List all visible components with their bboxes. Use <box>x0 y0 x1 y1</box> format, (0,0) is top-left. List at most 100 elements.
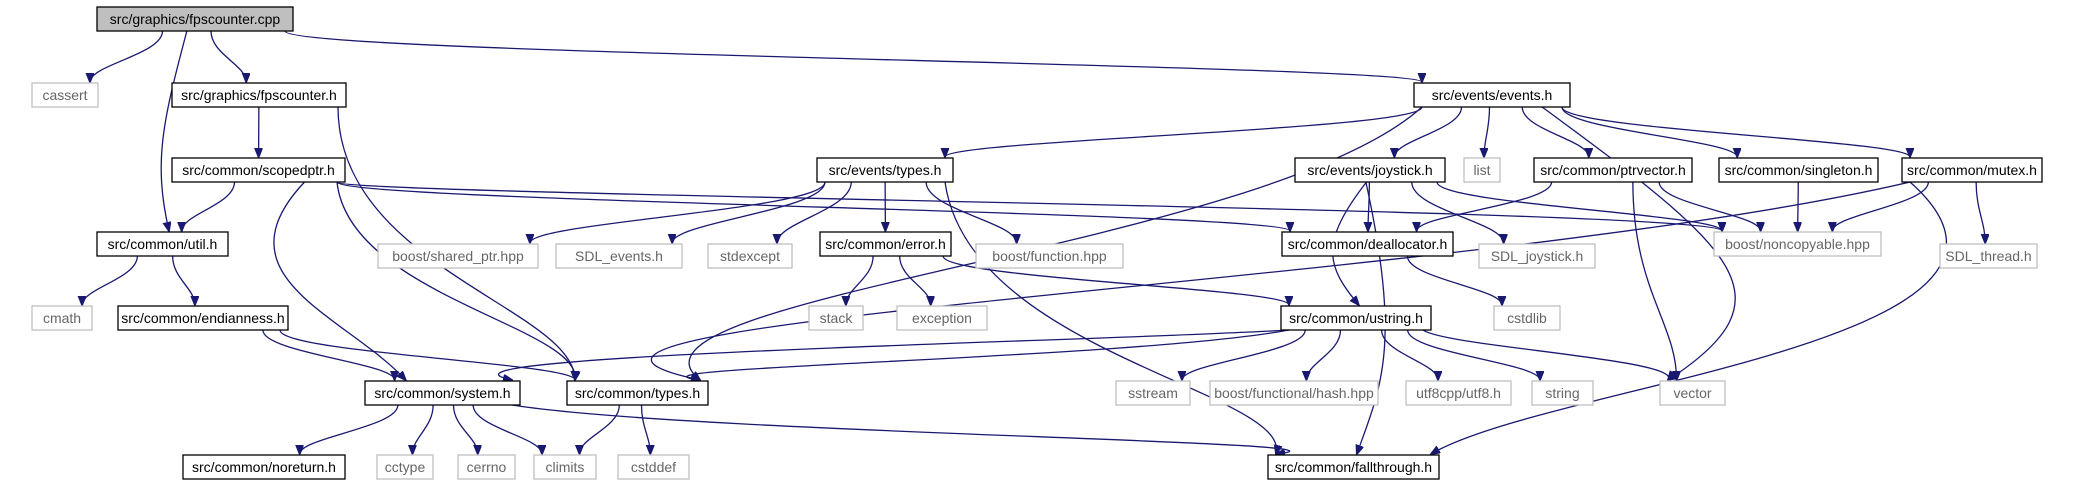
node-label: list <box>1473 162 1490 178</box>
node-error[interactable]: src/common/error.h <box>819 231 952 257</box>
edge-scopedptr-to-ctypes <box>336 181 575 380</box>
edge-ctypes-to-climits <box>580 404 621 454</box>
edge-mutex-to-sdlthread <box>1975 181 1985 243</box>
node-bfunction: boost/function.hpp <box>975 243 1124 269</box>
node-label: src/common/deallocator.h <box>1288 236 1448 252</box>
node-label: cctype <box>385 459 426 475</box>
node-label: src/common/util.h <box>108 236 218 252</box>
node-box <box>1463 157 1501 183</box>
node-label: src/graphics/fpscounter.cpp <box>110 11 281 27</box>
node-etypes[interactable]: src/events/types.h <box>816 157 954 183</box>
node-ctypes[interactable]: src/common/types.h <box>566 380 709 406</box>
node-label: climits <box>546 459 585 475</box>
node-box <box>808 305 864 331</box>
node-box <box>376 454 434 480</box>
node-box <box>1413 82 1571 108</box>
node-system[interactable]: src/common/system.h <box>364 380 521 406</box>
node-label: boost/function.hpp <box>992 248 1107 264</box>
node-mutex[interactable]: src/common/mutex.h <box>1901 157 2043 183</box>
dependency-nodes: src/graphics/fpscounter.cpp cassert src/gr… <box>31 6 2043 480</box>
edge-util-to-endian <box>171 255 195 305</box>
node-label: SDL_events.h <box>575 248 663 264</box>
edge-root-to-fpsh <box>210 30 246 82</box>
node-label: SDL_thread.h <box>1945 248 2031 264</box>
edge-ustring-to-utf8 <box>1380 329 1438 380</box>
node-util[interactable]: src/common/util.h <box>96 231 229 257</box>
edge-etypes-to-sharedptr <box>530 181 826 243</box>
node-exception: exception <box>896 305 988 331</box>
node-utf8: utf8cpp/utf8.h <box>1405 380 1512 406</box>
edge-system-to-cerrno <box>452 404 478 454</box>
node-box <box>1115 380 1191 406</box>
node-cstddef: cstddef <box>617 454 690 480</box>
node-noreturn[interactable]: src/common/noreturn.h <box>182 454 346 480</box>
node-stack: stack <box>808 305 864 331</box>
node-scopedptr[interactable]: src/common/scopedptr.h <box>171 157 346 183</box>
edge-ustring-to-vector <box>1422 329 1669 380</box>
node-root[interactable]: src/graphics/fpscounter.cpp <box>96 6 294 32</box>
node-box <box>1493 305 1561 331</box>
node-box <box>96 6 294 32</box>
node-label: vector <box>1673 385 1711 401</box>
node-label: src/events/joystick.h <box>1307 162 1432 178</box>
edge-error-to-ustring <box>942 255 1289 305</box>
node-ptrvector[interactable]: src/common/ptrvector.h <box>1533 157 1693 183</box>
edge-system-to-fallthrough <box>511 404 1290 454</box>
node-box <box>707 243 793 269</box>
node-box <box>1405 380 1512 406</box>
node-label: exception <box>912 310 972 326</box>
edge-root-to-util <box>160 30 188 231</box>
edge-root-to-cassert <box>90 30 164 82</box>
node-label: src/common/fallthrough.h <box>1275 459 1432 475</box>
edge-ustring-to-bhash <box>1306 329 1342 380</box>
node-cassert: cassert <box>31 82 99 108</box>
node-box <box>96 231 229 257</box>
node-label: boost/shared_ptr.hpp <box>392 248 524 264</box>
node-box <box>1718 157 1879 183</box>
node-box <box>1533 157 1693 183</box>
node-sdlevents: SDL_events.h <box>555 243 683 269</box>
node-endian[interactable]: src/common/endianness.h <box>117 305 289 331</box>
node-box <box>1713 231 1882 257</box>
node-label: cmath <box>43 310 81 326</box>
node-dealloc[interactable]: src/common/deallocator.h <box>1281 231 1454 257</box>
node-box <box>1294 157 1446 183</box>
edge-events-to-singleton <box>1561 106 1737 157</box>
node-label: src/common/mutex.h <box>1907 162 2037 178</box>
node-box <box>117 305 289 331</box>
node-fpsh[interactable]: src/graphics/fpscounter.h <box>171 82 347 108</box>
edge-events-to-mutex <box>1561 106 1910 157</box>
node-label: src/common/noreturn.h <box>192 459 336 475</box>
node-sharedptr: boost/shared_ptr.hpp <box>377 243 539 269</box>
node-label: src/common/system.h <box>374 385 510 401</box>
node-ustring[interactable]: src/common/ustring.h <box>1280 305 1432 331</box>
edge-ctypes-to-cstddef <box>640 404 651 454</box>
node-label: src/events/types.h <box>829 162 942 178</box>
node-label: src/common/singleton.h <box>1725 162 1873 178</box>
node-cstdlib: cstdlib <box>1493 305 1561 331</box>
edge-endian-to-system <box>262 329 395 380</box>
node-events[interactable]: src/events/events.h <box>1413 82 1571 108</box>
node-box <box>555 243 683 269</box>
node-box <box>1267 454 1440 480</box>
node-label: cstdlib <box>1507 310 1547 326</box>
dependency-edges <box>82 30 1985 454</box>
node-box <box>1478 243 1596 269</box>
node-box <box>816 157 954 183</box>
edge-scopedptr-to-util <box>182 181 236 231</box>
node-singleton[interactable]: src/common/singleton.h <box>1718 157 1879 183</box>
node-box <box>1531 380 1594 406</box>
edge-scopedptr-to-dealloc <box>336 181 1290 231</box>
node-fallthrough[interactable]: src/common/fallthrough.h <box>1267 454 1440 480</box>
node-label: stdexcept <box>720 248 780 264</box>
node-box <box>1939 243 2038 269</box>
edge-mutex-to-noncopy <box>1832 181 1930 231</box>
node-box <box>1280 305 1432 331</box>
node-box <box>182 454 346 480</box>
node-box <box>171 82 347 108</box>
edge-singleton-to-noncopy <box>1798 181 1799 231</box>
node-bhash: boost/functional/hash.hpp <box>1209 380 1379 406</box>
node-joystick[interactable]: src/events/joystick.h <box>1294 157 1446 183</box>
edge-ustring-to-system <box>498 329 1290 380</box>
